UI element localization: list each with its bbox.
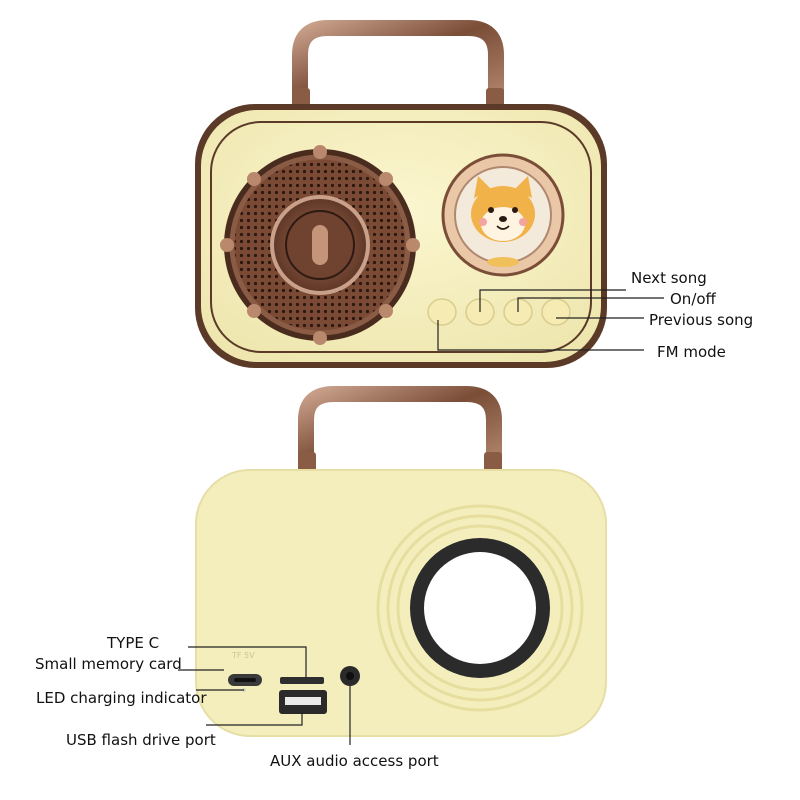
- previous-song-label: Previous song: [649, 311, 754, 329]
- back-handle: [298, 386, 502, 478]
- front-handle-base-right: [486, 88, 504, 108]
- front-speaker-grille: [220, 145, 420, 345]
- on-off-label: On/off: [670, 290, 716, 308]
- front-leader-lines: [437, 289, 664, 351]
- aux-port-label: AUX audio access port: [270, 752, 439, 770]
- led-indicator-label: LED charging indicator: [36, 689, 207, 707]
- front-handle: [292, 20, 504, 113]
- fm-mode-label: FM mode: [657, 343, 726, 361]
- back-speaker: TF 5V: [178, 386, 607, 745]
- type-c-label: TYPE C: [107, 634, 160, 652]
- fm-mode-button[interactable]: [427, 298, 457, 326]
- front-speaker: [195, 20, 664, 368]
- previous-song-button[interactable]: [541, 298, 571, 326]
- back-handle-base-right: [484, 452, 502, 474]
- front-dial-window: [441, 153, 565, 277]
- front-inner-trim: [210, 121, 592, 353]
- dog-face-icon: [471, 176, 535, 242]
- memory-card-label: Small memory card: [35, 655, 182, 673]
- back-bass-port: [376, 504, 584, 712]
- usb-port-label: USB flash drive port: [66, 731, 216, 749]
- next-song-label: Next song: [631, 269, 707, 287]
- front-handle-base-left: [292, 88, 310, 108]
- port-print-label: TF 5V: [231, 651, 255, 660]
- back-leader-lines: [178, 646, 351, 745]
- back-handle-base-left: [298, 452, 316, 474]
- memory-card-slot[interactable]: [280, 677, 324, 684]
